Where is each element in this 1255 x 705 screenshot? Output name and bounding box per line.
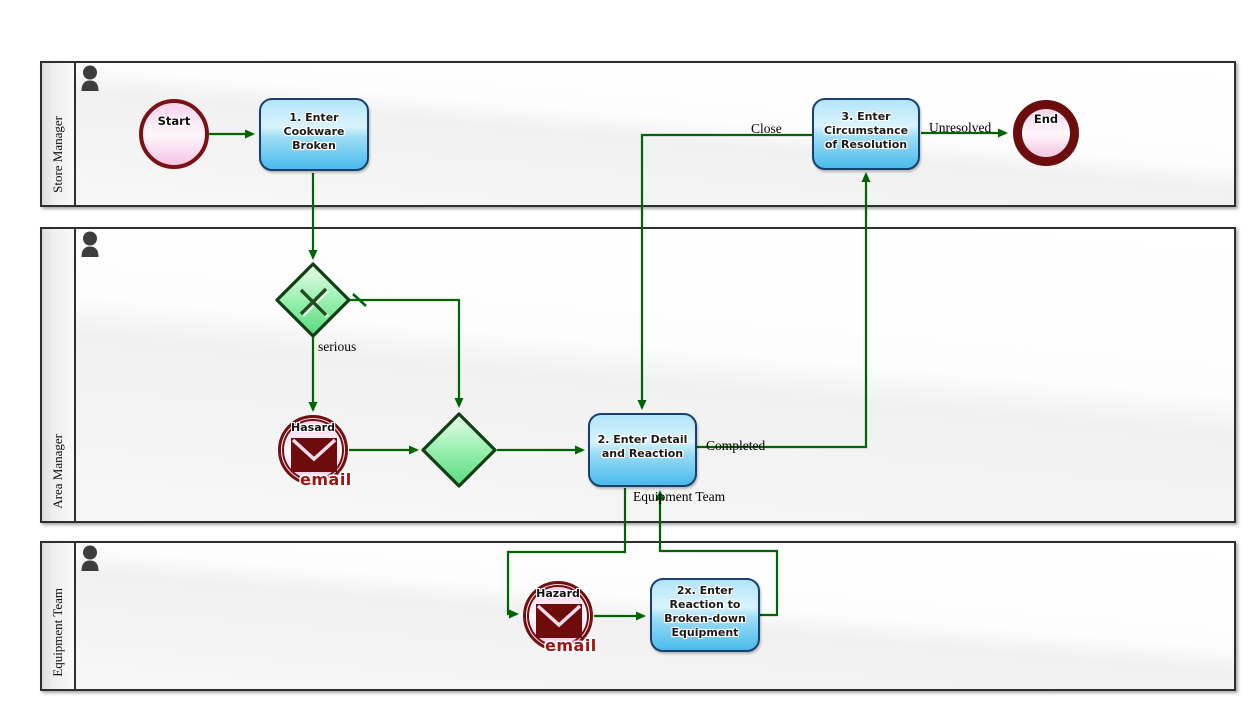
end-event-label: End <box>1033 112 1059 126</box>
lane-store-manager-header[interactable]: Store Manager <box>42 63 76 205</box>
email-caption: email <box>545 636 597 655</box>
exclusive-gateway[interactable] <box>419 410 499 490</box>
flow-label-unresolved: Unresolved <box>929 120 992 135</box>
person-icon <box>81 231 99 257</box>
task-3-label: 3. Enter Circumstance of Resolution <box>823 110 909 151</box>
task-2[interactable]: 2. Enter Detail and Reaction <box>588 413 697 487</box>
person-icon <box>81 65 99 91</box>
task-3[interactable]: 3. Enter Circumstance of Resolution <box>812 98 920 170</box>
task-1[interactable]: 1. Enter Cookware Broken <box>259 98 369 171</box>
flow-label-close: Close <box>751 121 782 136</box>
lane-equipment-team: Equipment Team <box>40 541 1236 691</box>
flow-label-serious: serious <box>318 339 357 354</box>
email-caption: email <box>300 470 352 489</box>
message-envelope-icon <box>536 604 582 638</box>
lane-equipment-team-header[interactable]: Equipment Team <box>42 543 76 689</box>
lane-label: Area Manager <box>50 434 65 509</box>
start-event[interactable]: Start <box>139 99 209 169</box>
lane-label: Store Manager <box>50 116 65 193</box>
hazard-event-label: Hazard <box>536 587 580 600</box>
lane-area-manager-header[interactable]: Area Manager <box>42 229 76 521</box>
lane-label: Equipment Team <box>50 588 65 677</box>
flow-label-completed: Completed <box>706 438 766 453</box>
event-inner-ring <box>282 419 344 481</box>
person-icon <box>81 545 99 571</box>
gateway-x-icon <box>299 287 329 318</box>
task-1-label: 1. Enter Cookware Broken <box>283 110 345 152</box>
message-envelope-icon <box>291 438 337 472</box>
task-2-label: 2. Enter Detail and Reaction <box>597 433 688 460</box>
flow-label-equipment-team: Equipment Team <box>633 489 726 504</box>
exclusive-gateway-x[interactable] <box>273 260 353 340</box>
start-event-label: Start <box>157 114 191 128</box>
hasard-event-label: Hasard <box>291 421 335 434</box>
end-event[interactable]: End <box>1013 100 1079 166</box>
hasard-message-event[interactable]: Hasard email <box>278 415 351 489</box>
task-2x[interactable]: 2x. Enter Reaction to Broken-down Equipm… <box>650 578 760 652</box>
task-2x-label: 2x. Enter Reaction to Broken-down Equipm… <box>664 584 746 639</box>
hazard-message-event[interactable]: Hazard email <box>523 581 596 655</box>
